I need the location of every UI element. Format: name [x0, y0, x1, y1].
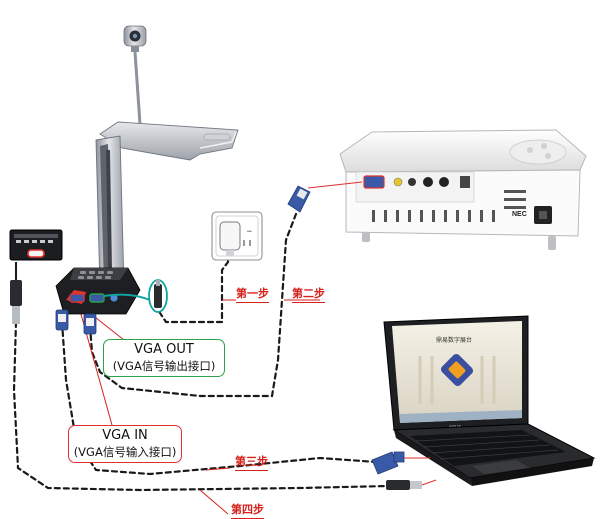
vga-plug-laptop	[371, 451, 430, 475]
step-2-label: 第二步	[292, 287, 325, 303]
projector-vga-port	[363, 175, 385, 189]
camera-base	[55, 267, 141, 315]
vga-out-description: (VGA信号输出接口)	[112, 359, 216, 373]
step-1-label: 第一步	[236, 287, 269, 303]
projector: NEC	[339, 129, 587, 250]
vga-out-cable	[88, 212, 298, 398]
usb-cable	[12, 320, 390, 492]
svg-text:┅: ┅	[247, 227, 252, 236]
vga-plug-projector	[287, 181, 363, 213]
vga-out-callout: VGA OUT (VGA信号输出接口)	[103, 339, 225, 377]
vga-out-port	[89, 293, 105, 303]
laptop-brand: ASUS	[449, 424, 461, 429]
laptop: 鼎易数字展台 ASUS	[383, 315, 596, 486]
pointer-lines	[71, 281, 320, 515]
vga-plug-in	[55, 309, 69, 331]
document-camera	[55, 25, 239, 315]
vga-in-port	[69, 293, 85, 303]
projector-brand: NEC	[512, 211, 527, 218]
camera-arm	[99, 121, 239, 161]
vga-plug-out	[83, 313, 97, 335]
vga-in-callout: VGA IN (VGA信号输入接口)	[68, 425, 182, 463]
base-port-inset	[9, 229, 63, 261]
vga-out-title: VGA OUT	[134, 342, 194, 357]
dc-power-plug	[148, 279, 168, 313]
laptop-screen-title: 鼎易数字展台	[436, 336, 472, 344]
camera-head	[123, 25, 147, 52]
power-cable	[156, 250, 230, 324]
app-logo-icon	[418, 353, 496, 404]
power-adapter: ┅	[211, 211, 263, 261]
keyboard-keys	[415, 434, 559, 460]
gooseneck	[133, 51, 142, 125]
projector-vents	[372, 190, 526, 222]
usb-plug-left	[10, 262, 22, 324]
step-4-label: 第四步	[231, 503, 264, 519]
base-buttons	[78, 271, 113, 279]
vga-in-description: (VGA信号输入接口)	[73, 445, 177, 459]
camera-column	[95, 135, 125, 289]
usb-plug-laptop	[386, 479, 437, 490]
step-3-label: 第三步	[235, 455, 268, 471]
vga-in-cable	[60, 320, 378, 476]
cables	[12, 212, 390, 492]
vga-in-title: VGA IN	[102, 428, 148, 443]
